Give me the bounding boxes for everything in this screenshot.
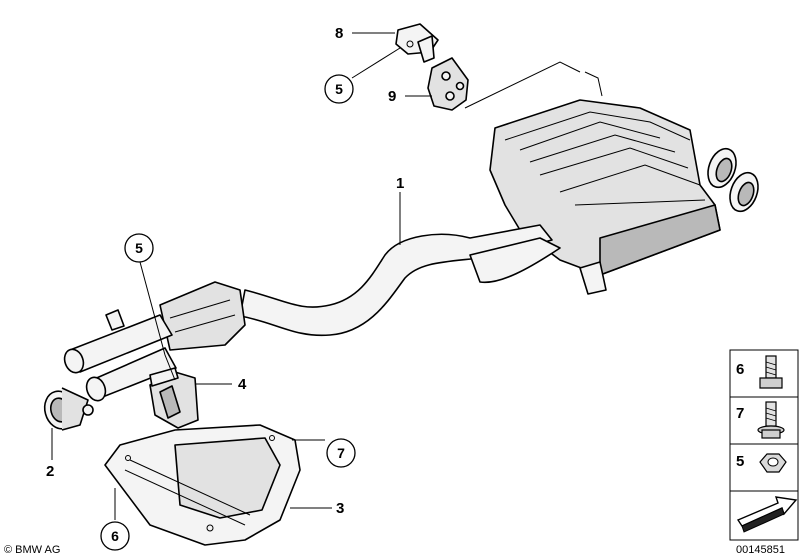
rear-silencer xyxy=(489,71,759,295)
callout-7-shield: 7 xyxy=(326,438,356,468)
legend-label-7: 7 xyxy=(736,405,744,422)
callout-6-bottom: 6 xyxy=(100,521,130,551)
callout-2: 2 xyxy=(46,463,54,480)
copyright-text: © BMW AG xyxy=(4,544,60,556)
hanger-bracket xyxy=(395,23,439,63)
svg-text:5: 5 xyxy=(335,81,343,97)
svg-text:6: 6 xyxy=(111,528,119,544)
rubber-mount xyxy=(427,57,469,111)
callout-3: 3 xyxy=(336,500,344,517)
callout-5-top: 5 xyxy=(324,74,354,104)
exhaust-bracket xyxy=(149,367,199,429)
exhaust-pipe-assembly xyxy=(63,224,561,402)
callout-4: 4 xyxy=(238,376,247,393)
legend-label-6: 6 xyxy=(736,361,744,378)
heat-shield xyxy=(104,424,301,546)
callout-labels: 8 5 9 1 5 4 7 2 3 6 xyxy=(46,25,404,551)
hex-nut-icon xyxy=(759,453,787,473)
svg-text:5: 5 xyxy=(135,240,143,256)
callout-1: 1 xyxy=(396,175,404,192)
callout-9: 9 xyxy=(388,88,396,105)
callout-5-left: 5 xyxy=(124,233,154,263)
leader-lines xyxy=(51,32,581,520)
bolt-icon xyxy=(759,355,783,389)
arrow-icon xyxy=(736,496,798,533)
callout-8: 8 xyxy=(335,25,343,42)
diagram-number: 00145851 xyxy=(736,544,785,556)
legend-label-5: 5 xyxy=(736,453,744,470)
flange-bolt-icon xyxy=(757,401,785,439)
fastener-legend: 6 7 5 xyxy=(729,349,799,541)
pipe-clamp xyxy=(43,387,94,431)
svg-text:7: 7 xyxy=(337,445,345,461)
